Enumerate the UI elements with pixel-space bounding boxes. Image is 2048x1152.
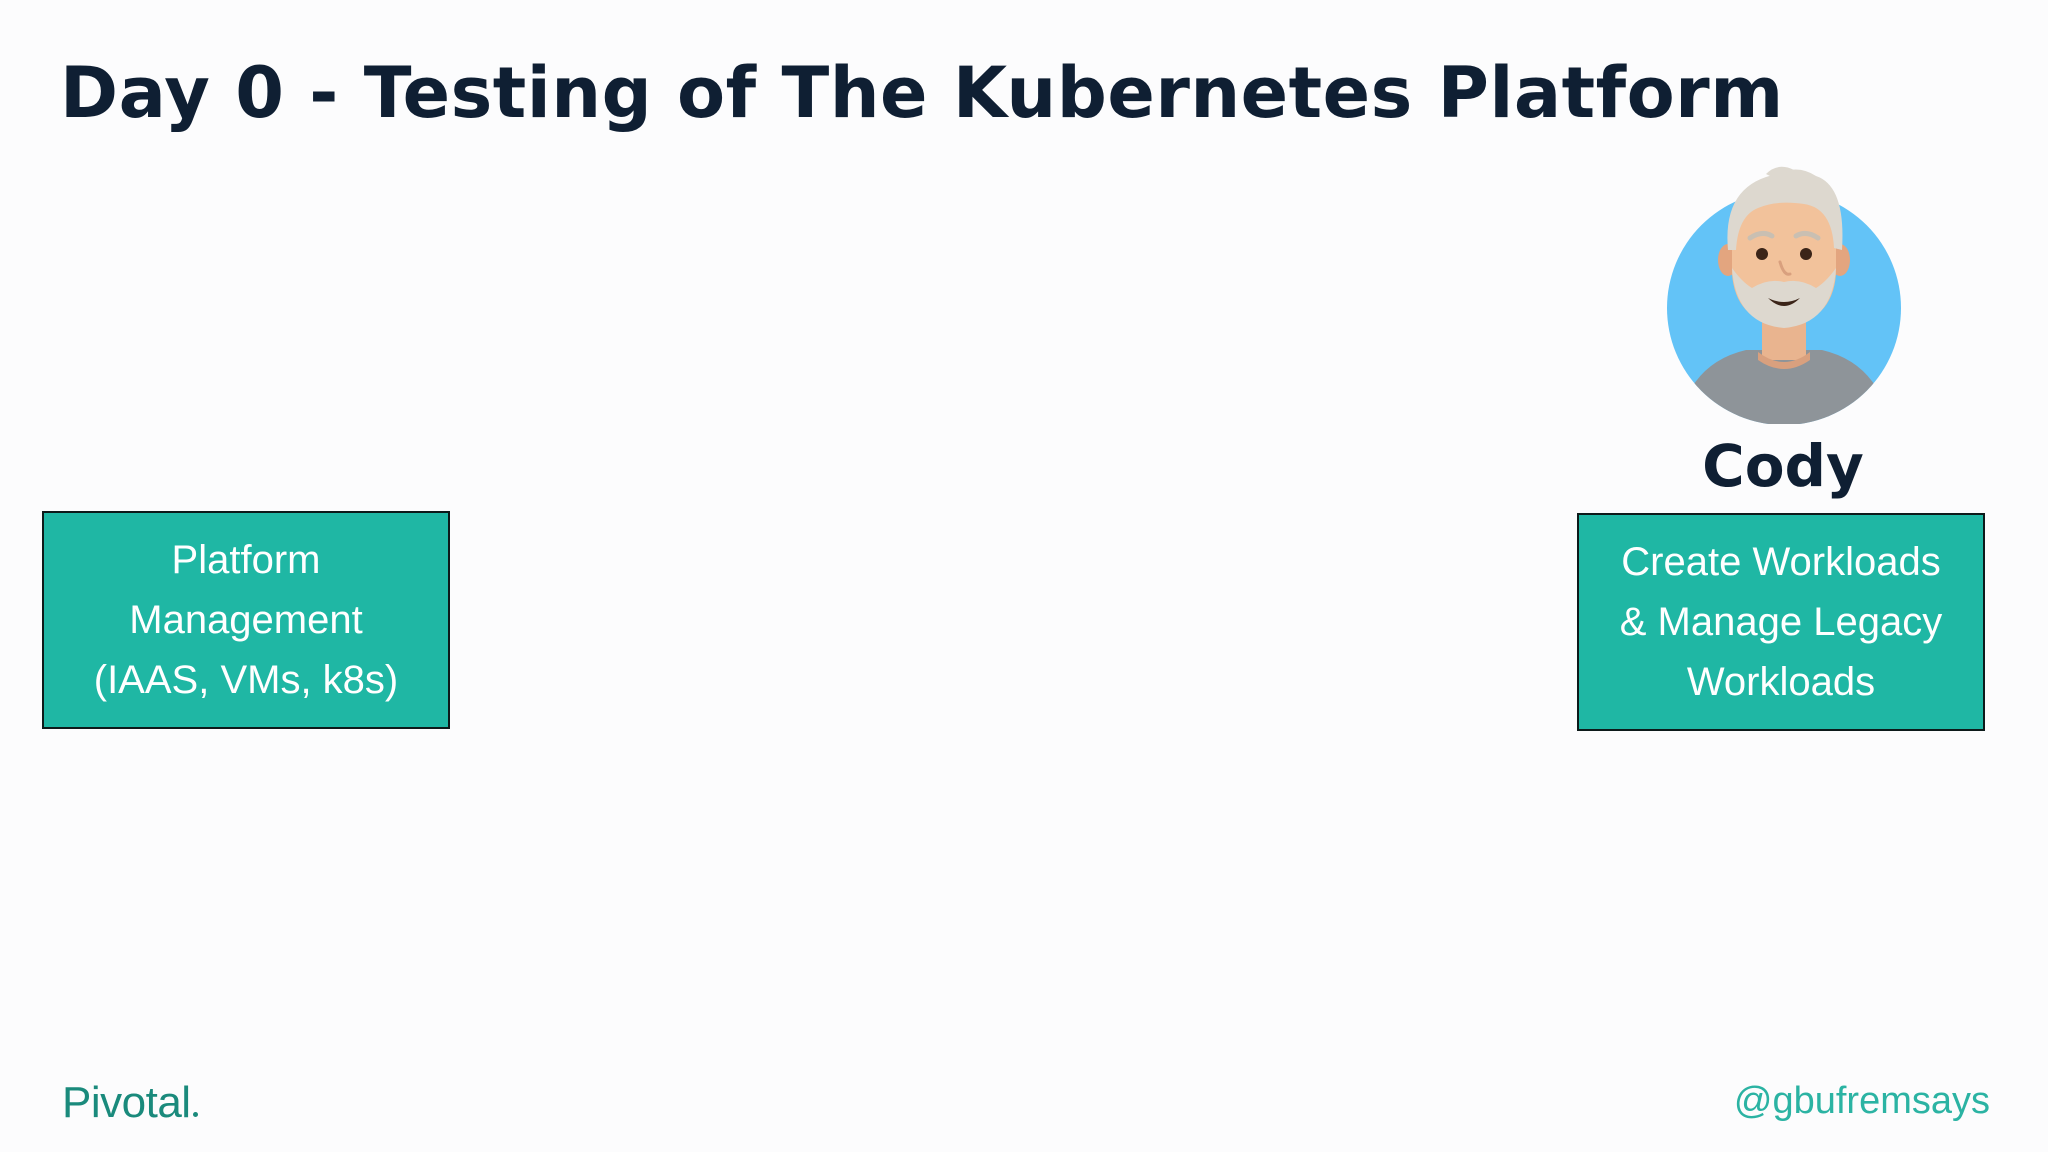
persona-name: Cody: [1702, 432, 1864, 500]
box-line: Management: [129, 598, 363, 642]
box-line: Workloads: [1686, 660, 1876, 704]
brand-dot: [192, 1112, 198, 1117]
slide-title: Day 0 - Testing of The Kubernetes Platfo…: [60, 52, 1784, 134]
platform-management-box: Platform Management (IAAS, VMs, k8s): [42, 511, 450, 729]
box-line: Create Workloads: [1621, 540, 1941, 584]
workloads-box: Create Workloads & Manage Legacy Workloa…: [1577, 513, 1985, 731]
box-line: (IAAS, VMs, k8s): [93, 658, 399, 702]
person-avatar-icon: [1667, 166, 1901, 424]
brand-text: Pivotal: [62, 1078, 191, 1127]
brand-logo: Pivotal: [62, 1078, 198, 1128]
box-line: & Manage Legacy: [1619, 600, 1943, 644]
twitter-handle: @gbufremsays: [1733, 1080, 1990, 1122]
box-line: Platform: [171, 538, 321, 582]
